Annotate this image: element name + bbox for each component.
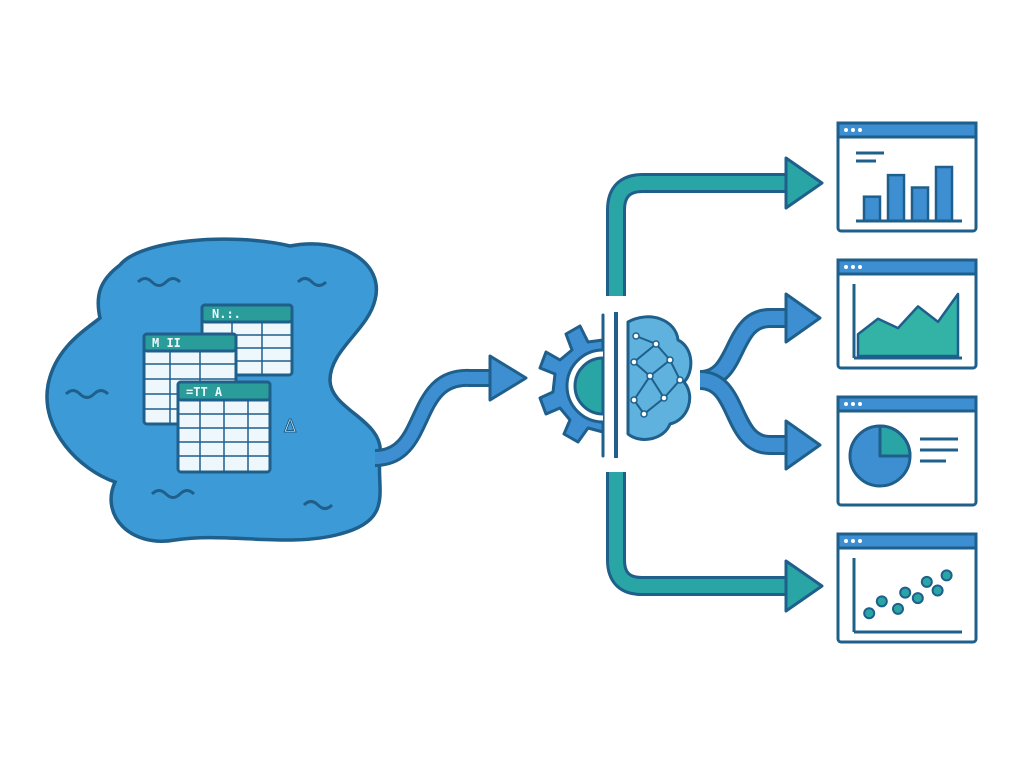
window-title-bar: [836, 395, 978, 413]
arrow-head-icon: [784, 292, 822, 344]
bar: [862, 195, 882, 223]
flow-arrow-to-dashboard-1: [606, 156, 824, 296]
scatter-point: [863, 607, 876, 620]
window-control-dot: [858, 402, 862, 406]
scatter-point: [931, 584, 944, 597]
dashboard-area-chart: [836, 258, 978, 370]
wave-icon: [150, 489, 196, 499]
bar: [886, 173, 906, 223]
spreadsheet-header-glyph: M II: [152, 336, 181, 350]
pie-chart-icon: [848, 424, 958, 488]
area-chart-icon: [852, 284, 962, 360]
bar: [910, 186, 930, 223]
wave-icon: [136, 277, 182, 287]
window-control-dot: [858, 265, 862, 269]
window-control-dot: [844, 265, 848, 269]
pie-slice: [878, 424, 912, 458]
area-series: [856, 292, 960, 358]
ai-processor: [538, 312, 693, 458]
dashboard-scatter-plot: [836, 532, 978, 644]
wave-icon: [302, 500, 334, 510]
bar-chart-icon: [856, 151, 962, 223]
spreadsheet-header-glyph: =TT A: [186, 385, 223, 399]
window-control-dot: [844, 402, 848, 406]
arrow-head-icon: [784, 419, 822, 471]
arrow-head-icon: [488, 354, 528, 402]
data-lake: N.:. M II =TT A Δ: [45, 237, 382, 543]
window-control-dot: [858, 539, 862, 543]
scatter-plot-icon: [852, 558, 962, 634]
wave-icon: [64, 389, 110, 399]
flow-arrow-to-dashboard-3: [698, 370, 822, 471]
wave-icon: [296, 277, 328, 287]
gear-icon: [538, 313, 605, 458]
flow-arrow-to-processor: [374, 354, 528, 467]
spreadsheet-header-glyph: N.:.: [212, 307, 241, 321]
scatter-point: [920, 575, 933, 588]
dashboard-window: [836, 121, 978, 233]
scatter-point: [892, 602, 904, 615]
window-title-bar: [836, 258, 978, 276]
scatter-point: [940, 569, 953, 582]
window-title-bar: [836, 532, 978, 550]
dashboard-pie-chart: [836, 395, 978, 507]
window-control-dot: [851, 402, 855, 406]
brain-icon: [626, 315, 693, 441]
scatter-point: [911, 592, 924, 605]
dashboard-bar-chart: [836, 121, 978, 233]
flow-arrow-to-dashboard-4: [606, 472, 824, 613]
window-control-dot: [844, 539, 848, 543]
arrow-head-icon: [784, 559, 824, 613]
window-control-dot: [851, 265, 855, 269]
spreadsheet-front: =TT A: [176, 380, 272, 474]
triangle-marker-icon: Δ: [284, 416, 297, 437]
window-control-dot: [851, 128, 855, 132]
arrow-head-icon: [784, 156, 824, 210]
window-control-dot: [844, 128, 848, 132]
scatter-point: [875, 595, 888, 608]
window-control-dot: [851, 539, 855, 543]
flow-arrow-to-dashboard-2: [698, 292, 822, 390]
window-title-bar: [836, 121, 978, 139]
bar: [934, 165, 954, 223]
scatter-point: [899, 586, 912, 599]
window-control-dot: [858, 128, 862, 132]
